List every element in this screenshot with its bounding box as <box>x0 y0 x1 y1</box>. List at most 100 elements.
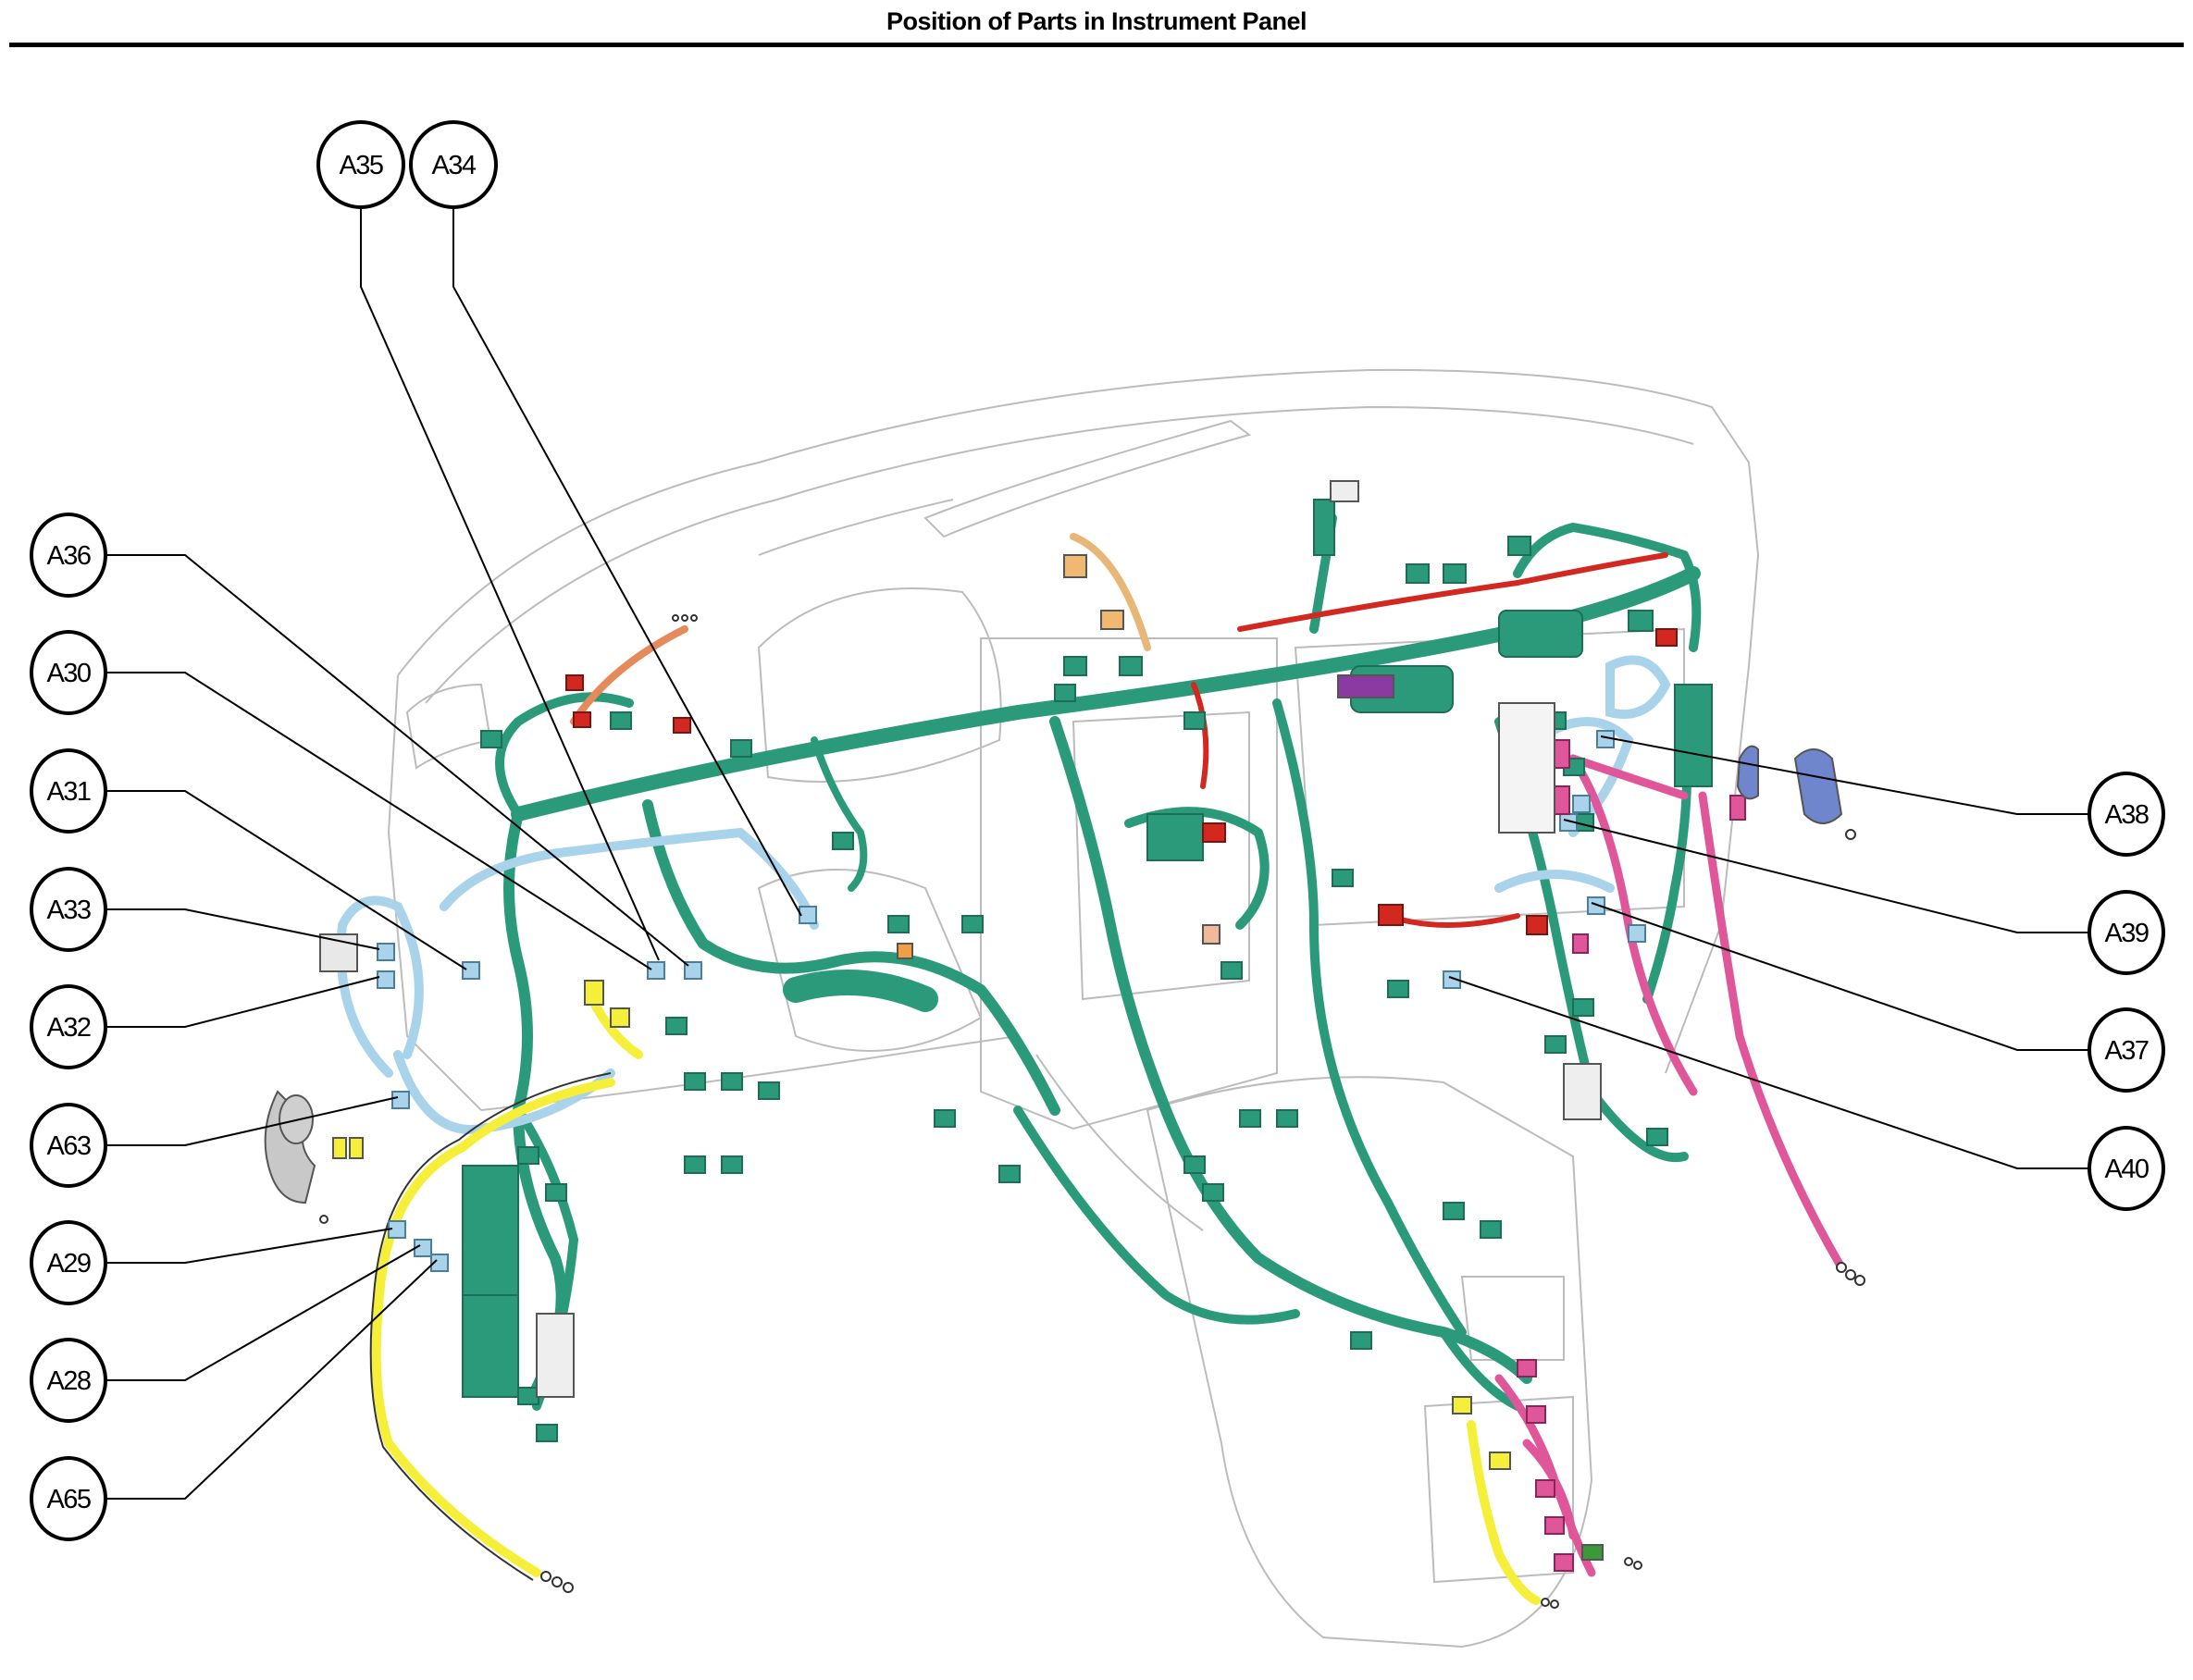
red-center <box>1191 682 1209 789</box>
glovebox-box <box>1498 702 1555 834</box>
pink-right-drop <box>1698 791 1846 1272</box>
connectors-misc <box>897 554 1604 1561</box>
callout-A40: A40 <box>2088 1126 2165 1211</box>
connectors-yellow <box>332 980 1511 1470</box>
console-branch <box>1272 698 1467 1337</box>
yellow-harness <box>371 994 1541 1605</box>
connectors-pink <box>1517 739 1746 1572</box>
lb-right <box>1531 717 1634 837</box>
callout-label-A39: A39 <box>2104 919 2148 948</box>
leader-A39 <box>1563 819 2091 933</box>
cluster-hood <box>757 587 1002 783</box>
defroster-slot <box>758 499 954 556</box>
callout-label-A65: A65 <box>46 1485 90 1514</box>
leader-A33 <box>104 908 380 950</box>
leader-A36 <box>104 554 689 967</box>
console-panel <box>1423 1395 1574 1584</box>
callout-A29: A29 <box>30 1220 107 1305</box>
left-dash-end <box>387 674 482 1111</box>
leader-A35 <box>360 205 660 961</box>
red-top-run <box>1237 552 1668 632</box>
title-rule <box>9 43 2184 47</box>
top-clip <box>1330 480 1359 502</box>
yellow-harness-outline <box>369 1072 612 1581</box>
leader-A37 <box>1591 902 2091 1051</box>
callout-label-A32: A32 <box>46 1013 90 1043</box>
center-loop-2 <box>1124 807 1270 930</box>
left-vent <box>405 683 492 770</box>
callout-A65: A65 <box>30 1456 107 1541</box>
right-clip <box>1563 1063 1602 1120</box>
callout-label-A37: A37 <box>2104 1036 2148 1066</box>
pink-upper <box>1568 754 1689 800</box>
callout-A32: A32 <box>30 984 107 1069</box>
leader-A29 <box>104 1228 393 1264</box>
leader-A34 <box>452 205 802 917</box>
console-slot <box>1460 1276 1565 1361</box>
leader-A65 <box>104 1259 438 1500</box>
connectors-light-blue <box>377 730 1646 1272</box>
callout-label-A34: A34 <box>431 151 476 180</box>
console-front <box>1146 1076 1593 1649</box>
callout-label-A40: A40 <box>2104 1155 2148 1184</box>
callout-A36: A36 <box>30 513 107 598</box>
callout-label-A30: A30 <box>46 659 90 688</box>
callout-label-A38: A38 <box>2104 800 2148 830</box>
callout-label-A33: A33 <box>46 896 90 925</box>
leader-A38 <box>1600 735 2091 815</box>
callout-A30: A30 <box>30 630 107 715</box>
console-clip <box>536 1313 575 1398</box>
callout-label-A63: A63 <box>46 1131 90 1161</box>
callout-A35: A35 <box>316 120 405 209</box>
leader-A32 <box>104 976 380 1028</box>
right-upper-loop <box>1513 523 1702 652</box>
harness-terminals <box>319 614 1865 1609</box>
leader-A30 <box>104 672 652 970</box>
callout-A33: A33 <box>30 867 107 952</box>
blue-grommet-right-2 <box>1736 745 1759 800</box>
lower-center-loop <box>1013 1106 1300 1325</box>
defroster-vent <box>923 419 1252 538</box>
yellow-short <box>1467 1420 1541 1605</box>
blue-grommet-right <box>1793 748 1843 824</box>
grey-bracket <box>264 480 1843 1398</box>
yellow-connector-area <box>588 994 643 1059</box>
orange-harness <box>570 533 1151 725</box>
cluster-branch <box>642 799 1060 1116</box>
callout-label-A29: A29 <box>46 1249 90 1279</box>
callout-label-A28: A28 <box>46 1366 90 1396</box>
callout-label-A35: A35 <box>339 151 382 180</box>
floor-tunnel <box>1035 1054 1204 1231</box>
callout-leaders <box>104 205 2091 1500</box>
console-tail <box>1439 1328 1522 1411</box>
leader-A28 <box>104 1244 421 1381</box>
steering-column-shroud <box>757 869 983 1052</box>
orange-defroster <box>570 625 688 725</box>
lb-loop-left <box>336 896 424 1078</box>
pink-console-2 <box>1522 1439 1578 1540</box>
leader-A63 <box>104 1096 399 1146</box>
orange-tan <box>1070 533 1151 651</box>
dash-top-inner <box>425 405 1694 704</box>
callout-A28: A28 <box>30 1338 107 1423</box>
callout-A63: A63 <box>30 1103 107 1188</box>
connectors-red <box>565 628 1678 935</box>
callout-label-A36: A36 <box>46 541 90 571</box>
leader-A40 <box>1448 976 2091 1169</box>
callout-A31: A31 <box>30 748 107 834</box>
lb-ring <box>1605 655 1671 719</box>
callout-label-A31: A31 <box>46 777 90 807</box>
lb-right-2 <box>1494 870 1615 893</box>
lb-upper <box>440 827 819 930</box>
callout-A38: A38 <box>2088 772 2165 857</box>
yellow-main <box>371 1078 615 1577</box>
callouts: A35 A34 A36 A30 A31 A33 A32 A63 <box>30 120 2165 1541</box>
page-title: Position of Parts in Instrument Panel <box>886 7 1307 35</box>
dash-top-outline <box>397 368 1760 676</box>
callout-A37: A37 <box>2088 1007 2165 1093</box>
callout-A39: A39 <box>2088 890 2165 975</box>
top-center-branch <box>811 736 868 892</box>
callout-A34: A34 <box>409 120 498 209</box>
cluster-body <box>783 970 938 1012</box>
